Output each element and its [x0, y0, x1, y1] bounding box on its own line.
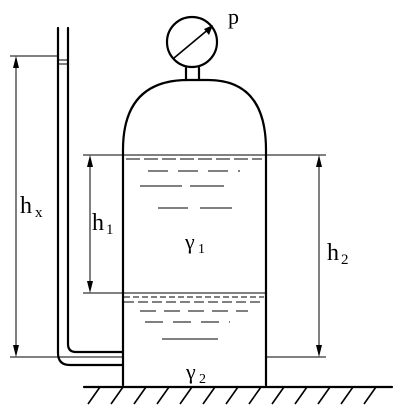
svg-text:x: x	[35, 205, 43, 221]
hatch-line	[248, 386, 262, 405]
hatch-line	[271, 386, 285, 405]
svg-text:h: h	[20, 193, 32, 219]
liquid-surface-upper	[123, 154, 266, 209]
label-gamma2: γ 2	[185, 359, 206, 387]
hatch-line	[156, 386, 170, 405]
dimension-hx	[10, 55, 123, 358]
ground-hatching	[87, 386, 377, 405]
hatch-line	[110, 386, 124, 405]
hatch-line	[179, 386, 193, 405]
label-h2: h 2	[327, 240, 349, 268]
manometer-tube	[56, 26, 125, 367]
hatch-line	[363, 386, 377, 405]
dimension-h2	[266, 154, 326, 358]
svg-text:h: h	[327, 240, 339, 266]
hatch-line	[225, 386, 239, 405]
svg-text:1: 1	[198, 242, 205, 257]
svg-text:γ: γ	[185, 359, 196, 384]
ground	[82, 385, 394, 405]
hatch-line	[317, 386, 331, 405]
svg-text:γ: γ	[184, 229, 195, 254]
hatch-line	[133, 386, 147, 405]
label-h1: h 1	[92, 210, 114, 238]
svg-text:2: 2	[199, 372, 206, 387]
label-hx: h x	[20, 193, 43, 221]
pressure-gauge-icon	[165, 15, 219, 69]
svg-text:1: 1	[106, 222, 114, 238]
label-pressure: p	[228, 4, 239, 29]
tank	[121, 66, 268, 387]
hatch-line	[202, 386, 216, 405]
liquid-interface	[123, 292, 266, 340]
hatch-line	[294, 386, 308, 405]
svg-text:2: 2	[341, 252, 349, 268]
label-gamma1: γ 1	[184, 229, 205, 257]
hatch-line	[87, 386, 101, 405]
hatch-line	[340, 386, 354, 405]
dimension-h1	[83, 154, 123, 294]
svg-text:h: h	[92, 210, 104, 236]
